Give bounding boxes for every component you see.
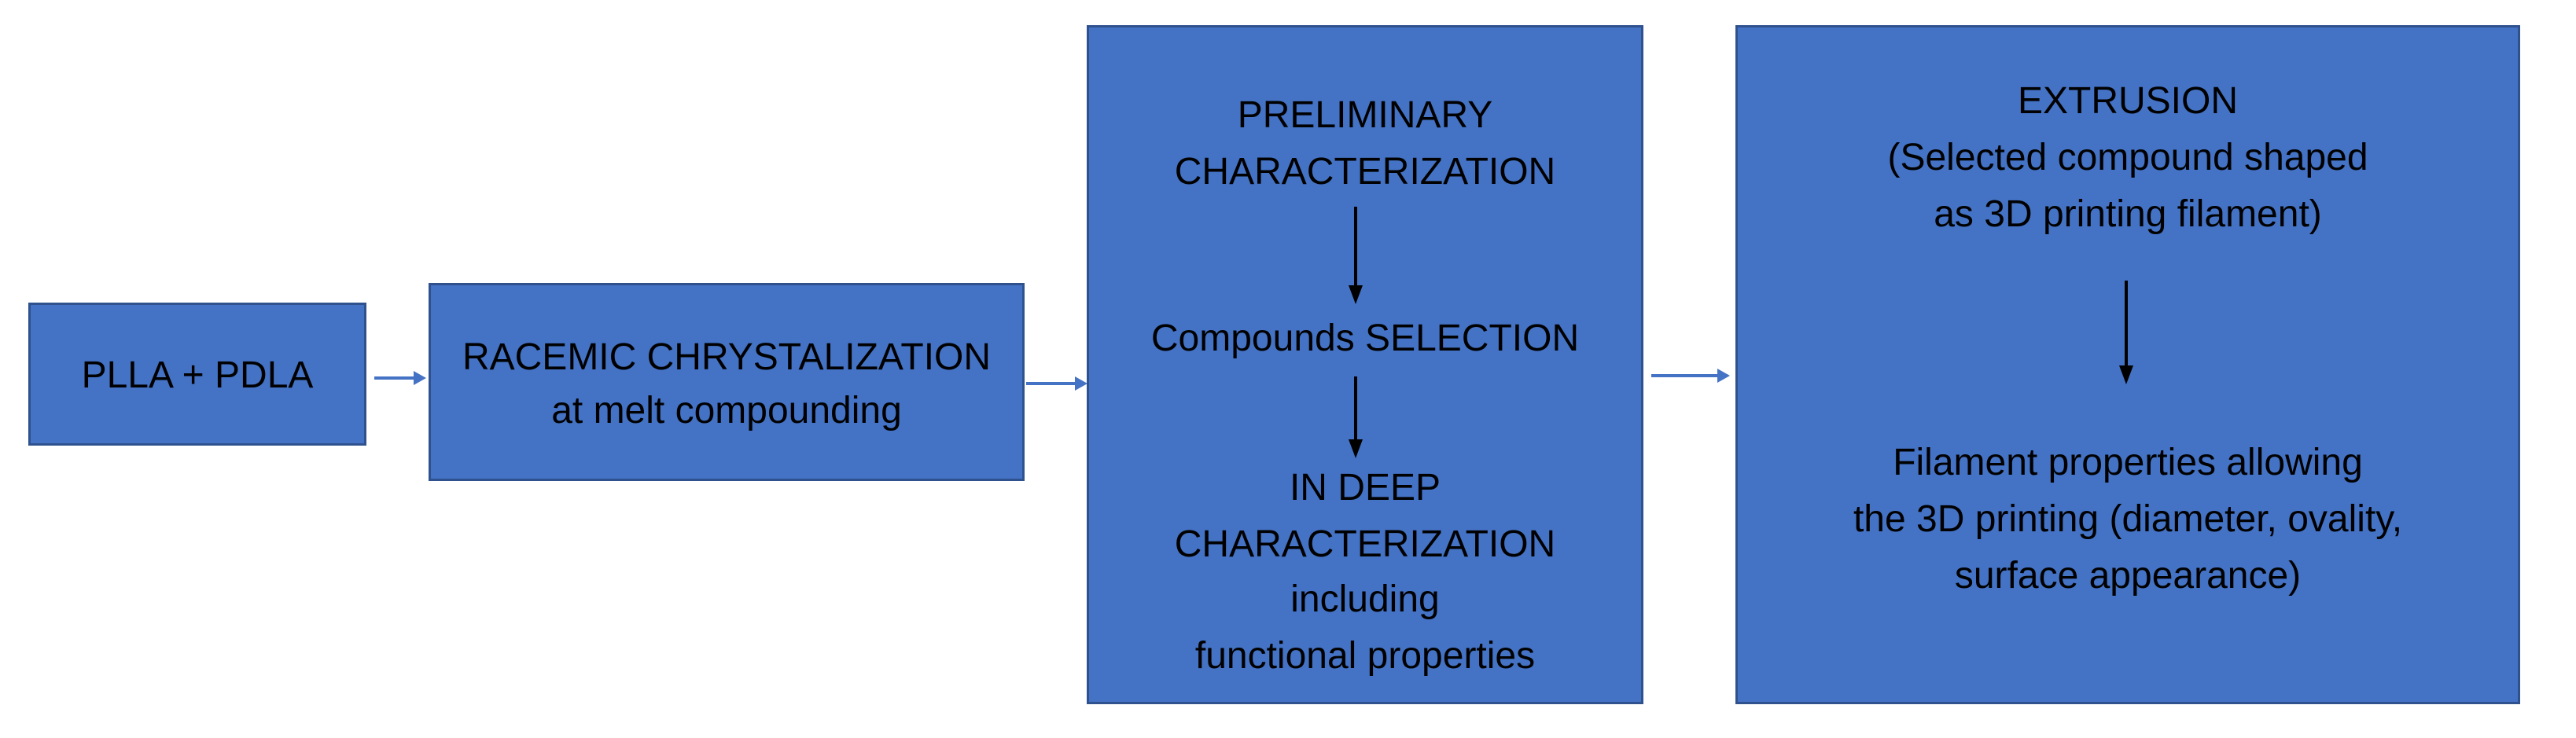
arrow-selection-to-deep — [1346, 376, 1363, 458]
box-char-line3: Compounds SELECTION — [1150, 318, 1580, 359]
box-char-line6: including — [1290, 578, 1440, 620]
box-extrusion-line3: as 3D printing filament) — [1934, 193, 2322, 235]
box-extrusion: EXTRUSION (Selected compound shaped as 3… — [1735, 25, 2520, 704]
box-extrusion-line4: Filament properties allowing — [1893, 442, 2363, 483]
box-char-line5: CHARACTERIZATION — [1174, 523, 1556, 565]
arrow-char-to-selection — [1346, 207, 1363, 304]
box-plla-pdla-label: PLLA + PDLA — [81, 354, 314, 396]
box-racemic-crystallization: RACEMIC CHRYSTALIZATION at melt compound… — [429, 283, 1025, 481]
arrow-extrusion-to-properties — [2117, 281, 2133, 384]
box-racemic-line2: at melt compounding — [551, 390, 902, 431]
arrow-box2-to-box3 — [1026, 374, 1087, 393]
box-racemic-line1: RACEMIC CHRYSTALIZATION — [462, 336, 992, 378]
box-char-line4: IN DEEP — [1289, 467, 1441, 509]
box-char-line1: PRELIMINARY — [1237, 94, 1493, 136]
box-plla-pdla: PLLA + PDLA — [28, 303, 366, 446]
box-char-line2: CHARACTERIZATION — [1174, 151, 1556, 193]
box-characterization: PRELIMINARY CHARACTERIZATION Compounds S… — [1087, 25, 1643, 704]
arrow-box1-to-box2 — [374, 369, 426, 387]
arrow-box3-to-box4 — [1651, 366, 1730, 385]
box-extrusion-line5: the 3D printing (diameter, ovality, — [1853, 498, 2403, 540]
box-extrusion-line2: (Selected compound shaped — [1887, 137, 2368, 178]
box-extrusion-line1: EXTRUSION — [2017, 80, 2239, 122]
box-char-line7: functional properties — [1194, 635, 1536, 677]
box-extrusion-line6: surface appearance) — [1954, 555, 2302, 597]
